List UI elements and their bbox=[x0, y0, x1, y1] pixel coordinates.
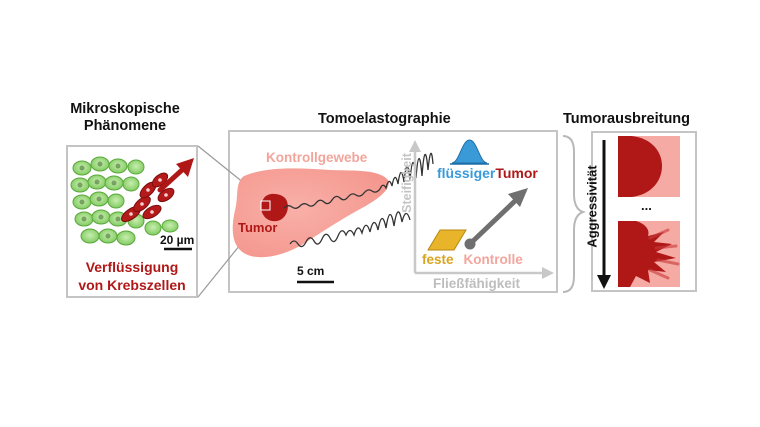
tumor-label: Tumor bbox=[238, 220, 278, 235]
compact-tumor-shape bbox=[618, 136, 662, 197]
invasive-tumor-shape bbox=[618, 221, 676, 287]
micro-scale-label: 20 µm bbox=[160, 233, 195, 247]
micro-caption-line1: Verflüssigung bbox=[85, 259, 179, 275]
liver-scale-label: 5 cm bbox=[297, 264, 325, 278]
elasto-title: Tomoelastographie bbox=[318, 111, 451, 127]
micro-title-line1: Mikroskopische bbox=[70, 101, 180, 117]
micro-title-line2: Phänomene bbox=[83, 118, 167, 134]
spread-ellipsis: ... bbox=[641, 198, 652, 213]
liver-shape bbox=[232, 168, 389, 258]
spread-title: Tumorausbreitung bbox=[563, 111, 691, 127]
solid-word: feste bbox=[422, 252, 454, 267]
fluidity-axis-label: Fließfähigkeit bbox=[433, 276, 521, 291]
invasion-streaks bbox=[648, 228, 680, 280]
cell-nuclei bbox=[77, 161, 121, 239]
solid-control-word: Kontrolle bbox=[463, 252, 523, 267]
curly-brace bbox=[562, 135, 587, 293]
micro-title: Mikroskopische Phänomene bbox=[46, 101, 204, 135]
wave-upper bbox=[283, 152, 434, 209]
fluid-tumor-word: Tumor bbox=[495, 165, 538, 181]
red-cell-nuclei bbox=[129, 178, 168, 216]
stiffness-axis-label: Steifigkeit bbox=[400, 153, 414, 213]
solid-parallelogram-icon bbox=[427, 229, 467, 251]
wave-lower bbox=[289, 211, 411, 248]
progression-arrow-icon bbox=[464, 188, 528, 250]
fluid-label: flüssigerTumor bbox=[437, 165, 538, 181]
control-tissue-label: Kontrollgewebe bbox=[266, 150, 368, 165]
fluid-word: flüssiger bbox=[437, 165, 496, 181]
micro-caption: Verflüssigung von Krebszellen bbox=[66, 258, 198, 294]
stiffness-fluidity-axes bbox=[409, 140, 554, 279]
migration-arrow-icon bbox=[157, 158, 194, 193]
tumor-zoom-box bbox=[260, 200, 271, 211]
aggressiveness-label: Aggressivität bbox=[584, 165, 600, 248]
aggressiveness-arrow-icon bbox=[597, 140, 611, 289]
fluid-peak-icon bbox=[451, 139, 488, 164]
micro-caption-line2: von Krebszellen bbox=[78, 277, 186, 293]
solid-label: feste Kontrolle bbox=[422, 252, 523, 267]
